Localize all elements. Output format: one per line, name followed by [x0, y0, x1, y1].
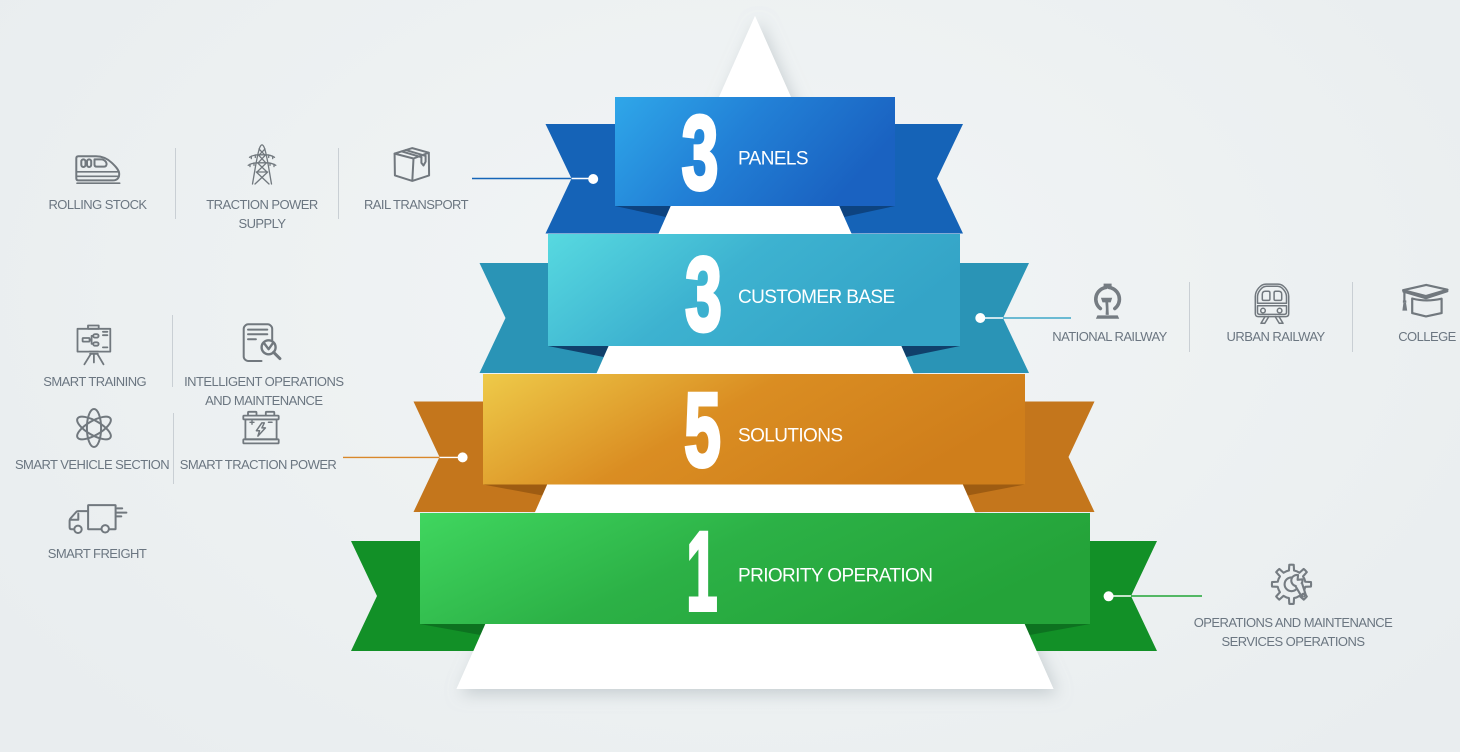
svg-text:PRIORITY OPERATION: PRIORITY OPERATION: [738, 565, 932, 586]
svg-text:PANELS: PANELS: [738, 148, 808, 169]
svg-text:3: 3: [682, 94, 719, 211]
svg-text:CUSTOMER BASE: CUSTOMER BASE: [738, 287, 895, 308]
svg-text:1: 1: [686, 509, 717, 634]
svg-text:3: 3: [685, 236, 722, 353]
svg-text:SOLUTIONS: SOLUTIONS: [738, 426, 842, 447]
svg-text:5: 5: [684, 371, 721, 488]
